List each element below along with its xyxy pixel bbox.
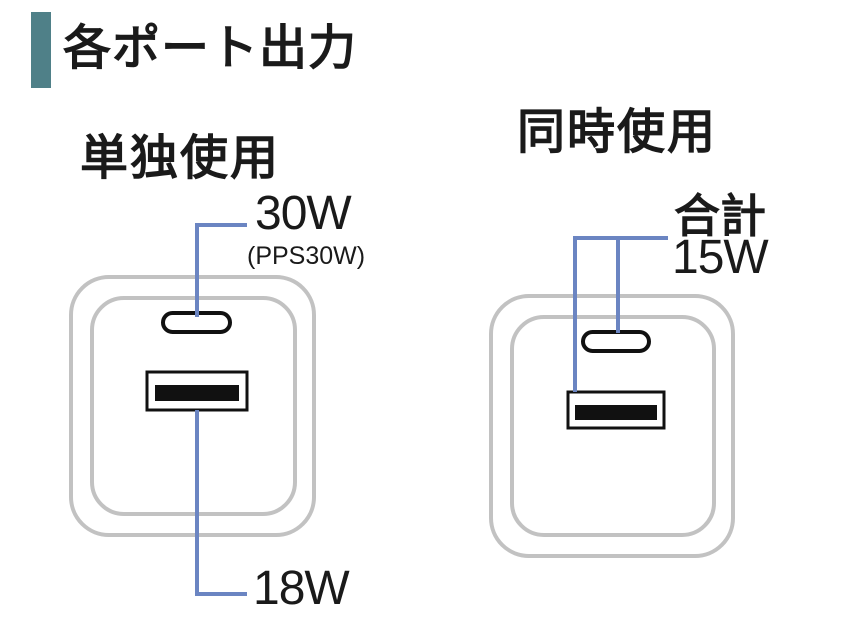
simultaneous-use-heading: 同時使用 <box>517 104 718 160</box>
simultaneous-use-charger-icon <box>489 294 735 558</box>
usb-a-output-label: 18W <box>253 562 350 615</box>
usb-c-port-icon <box>581 330 651 353</box>
single-use-charger-icon <box>69 275 316 537</box>
usb-c-pps-note: (PPS30W) <box>247 242 366 270</box>
total-output-label: 15W <box>672 231 769 284</box>
total-label: 合計 <box>674 189 766 243</box>
usb-a-port-icon <box>566 390 666 430</box>
shared-leader-line <box>573 236 668 392</box>
usb-c-leader-line <box>195 223 247 317</box>
usb-c-output-label: 30W <box>255 187 352 240</box>
title-accent-bar <box>31 12 51 88</box>
usb-a-leader-line <box>195 410 247 596</box>
single-use-heading: 単独使用 <box>80 130 281 186</box>
page-title: 各ポート出力 <box>63 20 358 76</box>
usb-a-port-icon <box>145 370 249 412</box>
